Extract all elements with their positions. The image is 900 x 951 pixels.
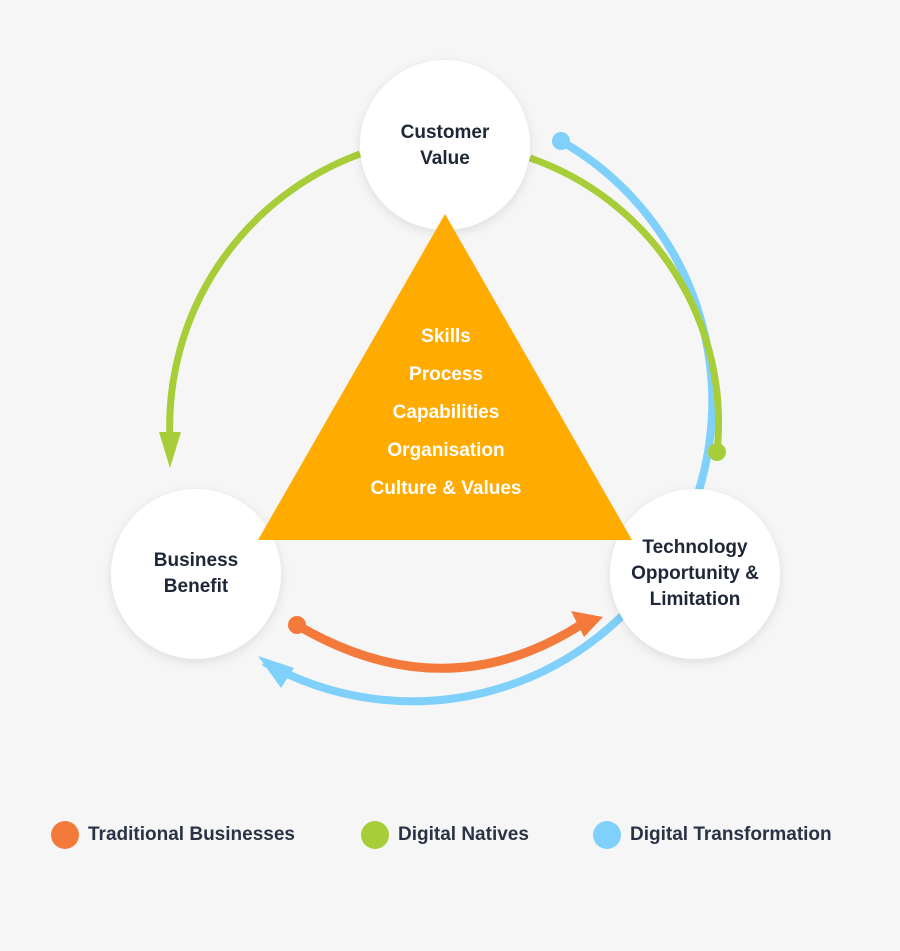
digital-transformation-arrowhead — [258, 656, 294, 688]
traditional-arrowhead — [571, 611, 603, 637]
legend-label-transformation: Digital Transformation — [630, 824, 832, 845]
customer-value-line-1: Customer — [400, 122, 490, 143]
legend-natives: Digital Natives — [361, 818, 529, 852]
digital-natives-arc-right — [528, 154, 723, 453]
traditional-arc — [294, 620, 585, 673]
triangle-item-skills: Skills — [421, 326, 471, 347]
triangle-item-organisation: Organisation — [387, 440, 505, 461]
technology-line-3: Limitation — [649, 589, 741, 610]
technology-line-1: Technology — [642, 537, 748, 558]
triangle-item-process: Process — [409, 364, 483, 385]
legend-dot-traditional — [51, 821, 79, 849]
digital-natives-arrowhead — [159, 432, 181, 468]
technology-line-2: Opportunity & — [631, 563, 759, 584]
triangle-item-culture-values: Culture & Values — [370, 478, 522, 499]
customer-value-label: Customer Value — [365, 120, 525, 172]
customer-value-line-2: Value — [420, 148, 470, 169]
legend-dot-natives — [361, 821, 389, 849]
legend-label-traditional: Traditional Businesses — [88, 824, 295, 845]
business-benefit-node — [111, 489, 281, 659]
business-benefit-line-2: Benefit — [163, 576, 229, 597]
digital-natives-arc-left — [166, 150, 362, 441]
triangle-item-capabilities: Capabilities — [392, 402, 500, 423]
legend-traditional: Traditional Businesses — [51, 818, 295, 852]
legend-transformation: Digital Transformation — [593, 818, 832, 852]
digital-natives-end-dot — [708, 443, 726, 461]
technology-label: Technology Opportunity & Limitation — [605, 535, 785, 613]
digital-transformation-start-dot — [552, 132, 570, 150]
triangle-items: Skills Process Capabilities Organisation… — [340, 320, 552, 510]
central-triangle — [258, 214, 632, 540]
legend-dot-transformation — [593, 821, 621, 849]
legend-label-natives: Digital Natives — [398, 824, 529, 845]
technology-node — [610, 489, 780, 659]
traditional-start-dot — [288, 616, 306, 634]
customer-value-node — [360, 60, 530, 230]
business-benefit-label: Business Benefit — [116, 548, 276, 600]
business-benefit-line-1: Business — [153, 550, 239, 571]
